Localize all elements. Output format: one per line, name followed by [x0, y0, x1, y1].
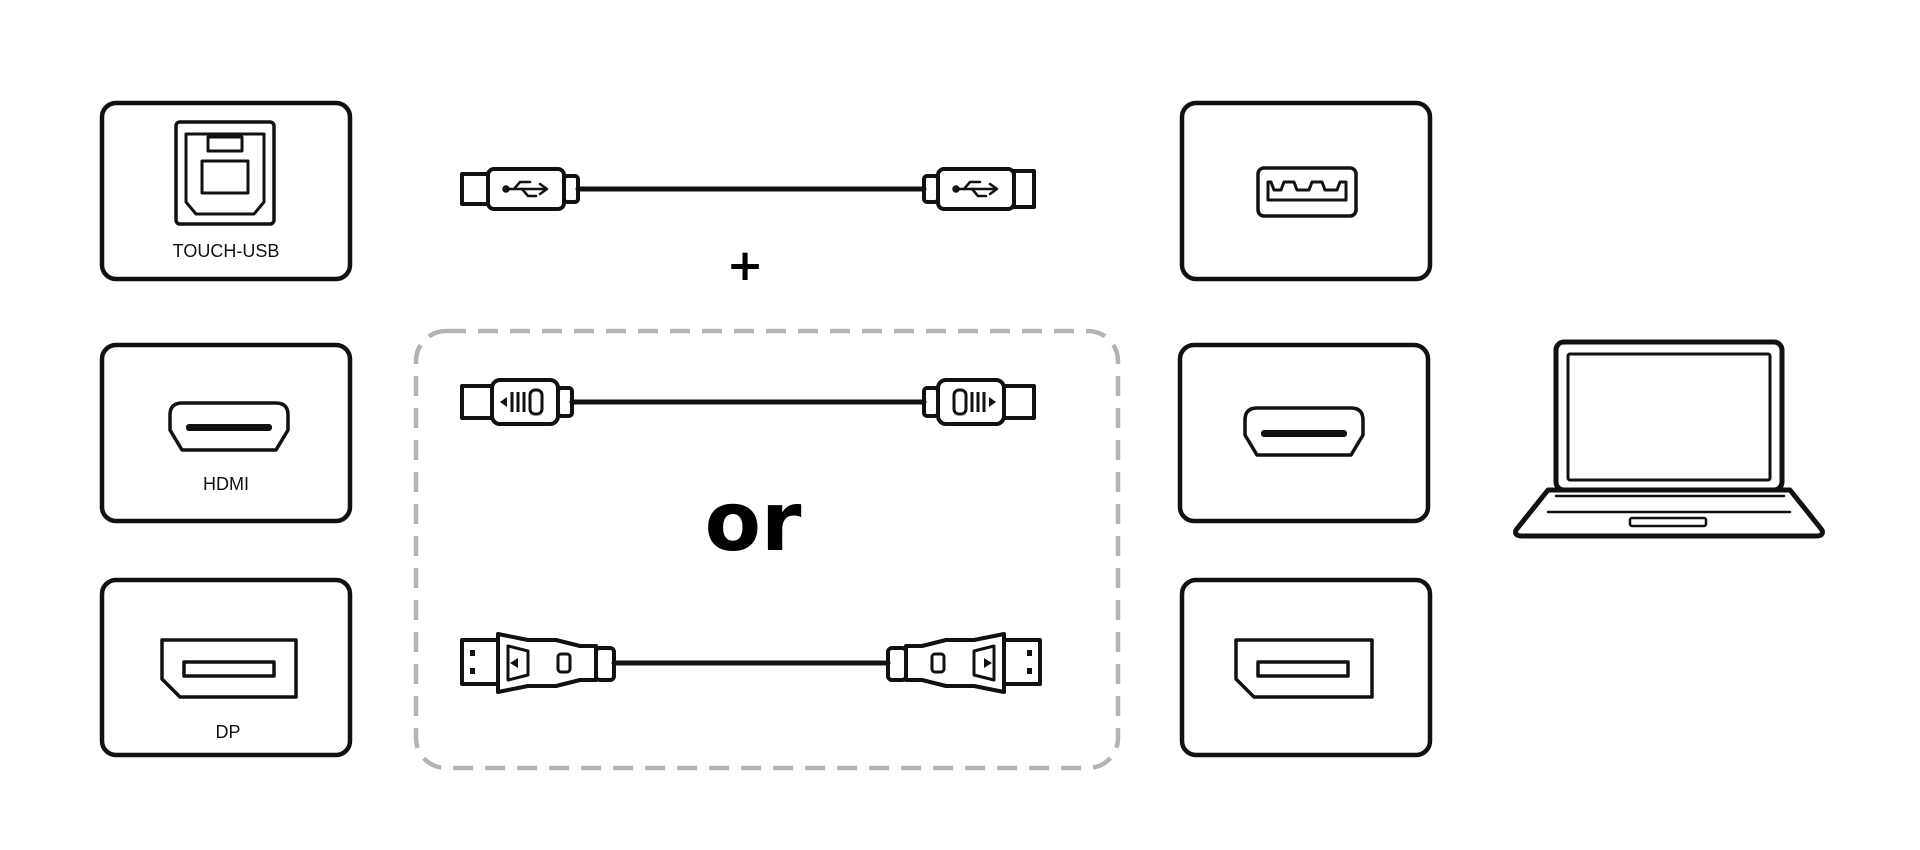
computer-hdmi-port-box	[1177, 342, 1431, 524]
display-dp-port-box: DP	[99, 577, 353, 758]
usb-a-port-icon	[1256, 166, 1358, 218]
hdmi-label: HDMI	[203, 474, 249, 494]
displayport-port-icon	[1234, 638, 1374, 699]
computer-usb-port-box	[1179, 100, 1433, 282]
plus-operator: +	[727, 240, 764, 291]
displayport-cable-icon	[460, 632, 1042, 694]
video-cable-options-group	[413, 328, 1121, 771]
touch-usb-label: TOUCH-USB	[173, 241, 280, 261]
hdmi-port-icon	[1243, 406, 1365, 457]
usb-b-port-icon	[174, 120, 276, 226]
display-touch-usb-port-box: TOUCH-USB	[99, 100, 353, 282]
dp-label: DP	[215, 722, 240, 742]
hdmi-port-icon	[168, 401, 290, 452]
laptop-icon	[1513, 339, 1825, 539]
usb-cable-icon	[460, 167, 1036, 211]
computer-dp-port-box	[1179, 577, 1433, 758]
displayport-port-icon	[160, 638, 298, 699]
hdmi-cable-icon	[460, 378, 1036, 426]
display-hdmi-port-box: HDMI	[99, 342, 353, 524]
or-operator: or	[705, 475, 802, 570]
